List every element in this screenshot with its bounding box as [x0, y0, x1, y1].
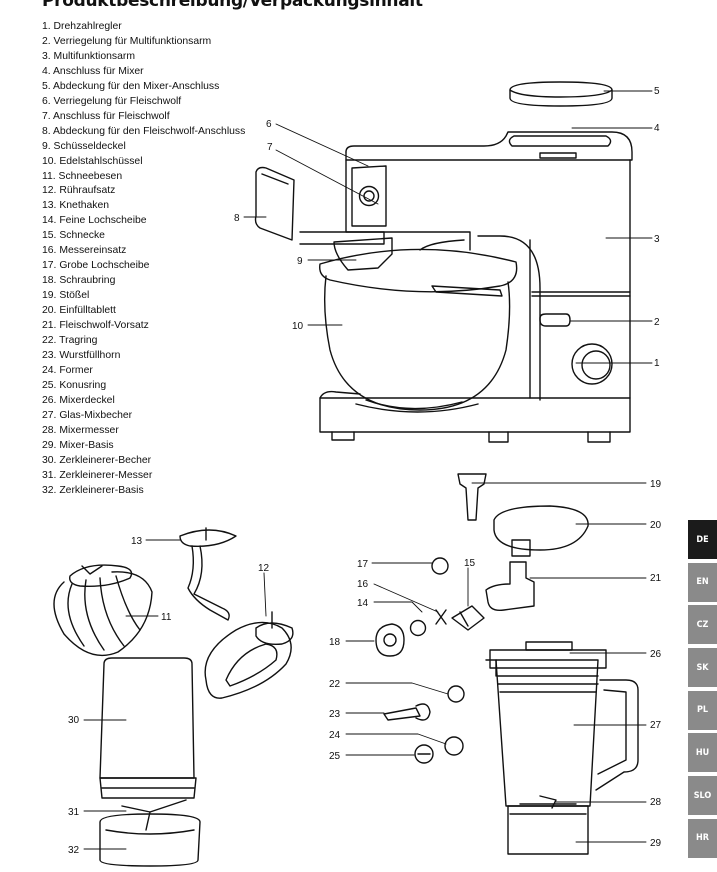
chopper-illustration: [99, 657, 201, 867]
callout-9: 9: [297, 256, 303, 267]
tab-language-de[interactable]: DE: [688, 520, 717, 559]
list-item: 13. Knethaken: [42, 200, 110, 212]
beater-illustration: [204, 611, 294, 699]
list-item: 20. Einfülltablett: [42, 305, 116, 317]
callout-2: 2: [654, 317, 660, 328]
leader-lines: [83, 90, 653, 850]
callout-31: 31: [68, 807, 80, 818]
callout-25: 25: [329, 751, 341, 762]
callout-1: 1: [654, 358, 660, 369]
list-item: 6. Verriegelung für Fleischwolf: [42, 95, 182, 107]
list-item: 16. Messereinsatz: [42, 245, 127, 257]
list-item: 21. Fleischwolf-Vorsatz: [42, 320, 149, 332]
tab-language-hr[interactable]: HR: [688, 818, 717, 858]
list-item: 11. Schneebesen: [42, 170, 123, 182]
whisk-illustration: [53, 564, 153, 657]
list-item: 14. Feine Lochscheibe: [42, 215, 147, 227]
callout-11: 11: [161, 612, 172, 623]
list-item: 19. Stößel: [42, 290, 90, 302]
callout-12: 12: [258, 563, 270, 574]
callout-17: 17: [357, 559, 369, 570]
meatgrinder-cover-illustration: [254, 166, 295, 241]
callout-5: 5: [654, 86, 660, 97]
callout-4: 4: [654, 123, 660, 134]
tab-language-en[interactable]: EN: [688, 562, 717, 602]
list-item: 26. Mixerdeckel: [42, 394, 115, 406]
callout-29: 29: [650, 838, 662, 849]
callout-15: 15: [464, 558, 476, 569]
callout-32: 32: [68, 845, 80, 856]
callout-30: 30: [68, 715, 80, 726]
callout-16: 16: [357, 579, 369, 590]
list-item: 7. Anschluss für Fleischwolf: [42, 110, 170, 122]
coupler-cover-illustration: [509, 81, 613, 107]
tab-language-cz[interactable]: CZ: [688, 605, 717, 645]
meat-grinder-parts-illustration: [375, 473, 589, 764]
list-item: 15. Schnecke: [42, 230, 105, 242]
callout-7: 7: [267, 142, 273, 153]
list-item: 29. Mixer-Basis: [42, 439, 114, 451]
callout-6: 6: [266, 119, 272, 130]
callout-19: 19: [650, 479, 662, 490]
language-tabs: DE EN CZ SK PL HU SLO HR: [688, 520, 717, 862]
callout-28: 28: [650, 797, 662, 808]
callout-13: 13: [131, 536, 143, 547]
list-item: 24. Former: [42, 364, 93, 376]
callout-8: 8: [234, 213, 240, 224]
callout-22: 22: [329, 679, 341, 690]
callout-23: 23: [329, 709, 341, 720]
callout-3: 3: [654, 234, 660, 245]
list-item: 2. Verriegelung für Multifunktionsarm: [42, 35, 212, 47]
list-item: 5. Abdeckung für den Mixer-Anschluss: [42, 80, 220, 92]
callout-21: 21: [650, 573, 662, 584]
list-item: 9. Schüsseldeckel: [42, 140, 126, 152]
list-item: 27. Glas-Mixbecher: [42, 409, 133, 421]
callout-14: 14: [357, 598, 369, 609]
list-item: 25. Konusring: [42, 379, 107, 391]
list-item: 10. Edelstahlschüssel: [42, 155, 143, 167]
list-item: 17. Grobe Lochscheibe: [42, 260, 150, 272]
list-item: 23. Wurstfüllhorn: [42, 349, 121, 361]
parts-list: 1. Drehzahlregler 2. Verriegelung für Mu…: [42, 20, 245, 499]
list-item: 1. Drehzahlregler: [42, 21, 122, 32]
dough-hook-illustration: [179, 527, 237, 621]
callout-24: 24: [329, 730, 341, 741]
list-item: 8. Abdeckung für den Fleischwolf-Anschlu…: [42, 125, 246, 137]
callout-18: 18: [329, 637, 341, 648]
list-item: 22. Tragring: [42, 335, 98, 347]
callout-26: 26: [650, 649, 662, 660]
tab-language-slo[interactable]: SLO: [688, 776, 717, 816]
callout-numbers: 1 2 3 4 5 6 7 8 9 10 11 12 13 14 15 16 1…: [68, 86, 662, 856]
list-item: 30. Zerkleinerer-Becher: [42, 454, 152, 466]
list-item: 32. Zerkleinerer-Basis: [42, 484, 144, 496]
tab-language-sk[interactable]: SK: [688, 648, 717, 688]
list-item: 31. Zerkleinerer-Messer: [42, 469, 153, 481]
blender-illustration: [485, 641, 639, 855]
tab-language-hu[interactable]: HU: [688, 733, 717, 773]
list-item: 4. Anschluss für Mixer: [42, 65, 144, 77]
stand-mixer-illustration: [299, 131, 633, 443]
list-item: 28. Mixermesser: [42, 424, 119, 436]
list-item: 12. Rühraufsatz: [42, 185, 116, 197]
tab-language-pl[interactable]: PL: [688, 690, 717, 730]
callout-27: 27: [650, 720, 662, 731]
page-title: Produktbeschreibung/Verpackungsinhalt: [42, 0, 423, 11]
list-item: 3. Multifunktionsarm: [42, 50, 135, 62]
callout-10: 10: [292, 321, 304, 332]
list-item: 18. Schraubring: [42, 275, 116, 287]
callout-20: 20: [650, 520, 662, 531]
